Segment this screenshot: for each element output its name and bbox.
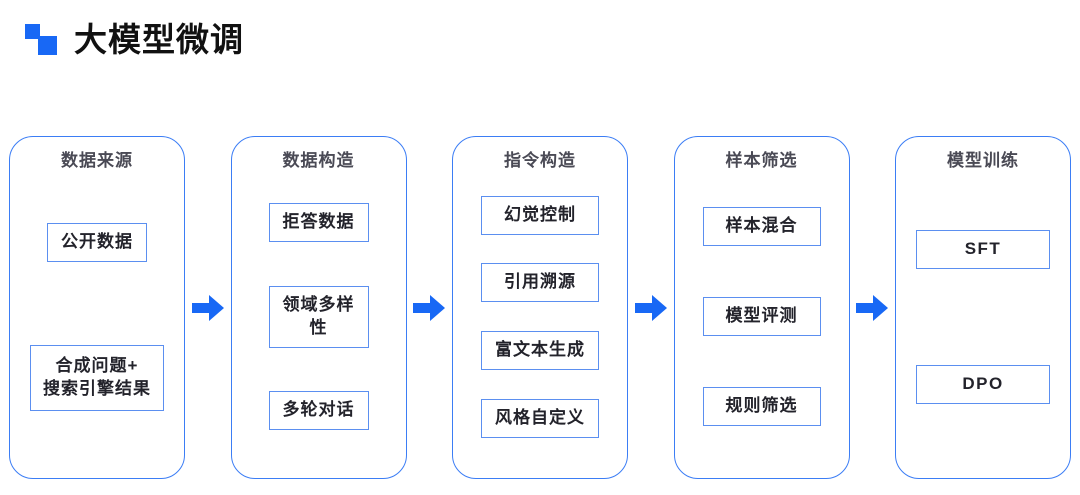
stage-item[interactable]: 多轮对话 bbox=[268, 391, 369, 431]
stage-item-list: 幻觉控制引用溯源富文本生成风格自定义 bbox=[461, 175, 619, 462]
stage-title: 样本筛选 bbox=[725, 151, 798, 170]
page-title: 大模型微调 bbox=[74, 20, 244, 58]
flow-connector-2 bbox=[407, 136, 453, 479]
stage-item[interactable]: 幻觉控制 bbox=[481, 195, 599, 235]
stage-item[interactable]: 拒答数据 bbox=[268, 203, 369, 243]
flow-connector-3 bbox=[628, 136, 674, 479]
arrow-right-icon bbox=[191, 294, 224, 321]
arrow-right-icon bbox=[413, 294, 446, 321]
stage-item-list: 公开数据合成问题+ 搜索引擎结果 bbox=[18, 175, 176, 462]
two-squares-icon bbox=[24, 22, 58, 56]
stage-card-4[interactable]: 样本筛选样本混合模型评测规则筛选 bbox=[673, 136, 850, 479]
stage-item-list: 样本混合模型评测规则筛选 bbox=[683, 175, 841, 462]
stage-item-list: SFT DPO bbox=[904, 175, 1062, 462]
stage-item-list: 拒答数据领域多样性多轮对话 bbox=[240, 175, 398, 462]
logo-square-large bbox=[38, 36, 57, 55]
stage-item[interactable]: 规则筛选 bbox=[702, 387, 821, 427]
arrow-right-icon bbox=[634, 294, 667, 321]
stage-item[interactable]: 合成问题+ 搜索引擎结果 bbox=[30, 344, 164, 411]
stage-card-5[interactable]: 模型训练 SFT DPO bbox=[895, 136, 1071, 479]
stage-item[interactable]: SFT bbox=[916, 229, 1050, 269]
stage-title: 数据构造 bbox=[282, 151, 355, 170]
flow-connector-4 bbox=[850, 136, 896, 479]
stage-item[interactable]: 公开数据 bbox=[47, 222, 147, 262]
stage-item[interactable]: 领域多样性 bbox=[268, 285, 369, 348]
stage-item[interactable]: 风格自定义 bbox=[481, 398, 599, 438]
stage-item[interactable]: 模型评测 bbox=[702, 297, 821, 337]
stage-title: 模型训练 bbox=[947, 151, 1019, 170]
flow-connector-1 bbox=[185, 136, 231, 479]
stage-card-1[interactable]: 数据来源公开数据合成问题+ 搜索引擎结果 bbox=[9, 136, 185, 479]
stage-title: 指令构造 bbox=[504, 151, 576, 170]
stage-item[interactable]: DPO bbox=[916, 364, 1050, 404]
stage-item[interactable]: 富文本生成 bbox=[481, 331, 599, 370]
pipeline-flow: 数据来源公开数据合成问题+ 搜索引擎结果数据构造拒答数据领域多样性多轮对话指令构… bbox=[9, 136, 1071, 479]
page-header: 大模型微调 bbox=[24, 22, 244, 56]
stage-title: 数据来源 bbox=[61, 151, 133, 170]
stage-card-2[interactable]: 数据构造拒答数据领域多样性多轮对话 bbox=[230, 136, 407, 479]
stage-card-3[interactable]: 指令构造幻觉控制引用溯源富文本生成风格自定义 bbox=[452, 136, 628, 479]
arrow-right-icon bbox=[856, 294, 889, 321]
stage-item[interactable]: 引用溯源 bbox=[481, 263, 599, 303]
stage-item[interactable]: 样本混合 bbox=[702, 207, 821, 246]
logo-square-small bbox=[25, 24, 40, 39]
